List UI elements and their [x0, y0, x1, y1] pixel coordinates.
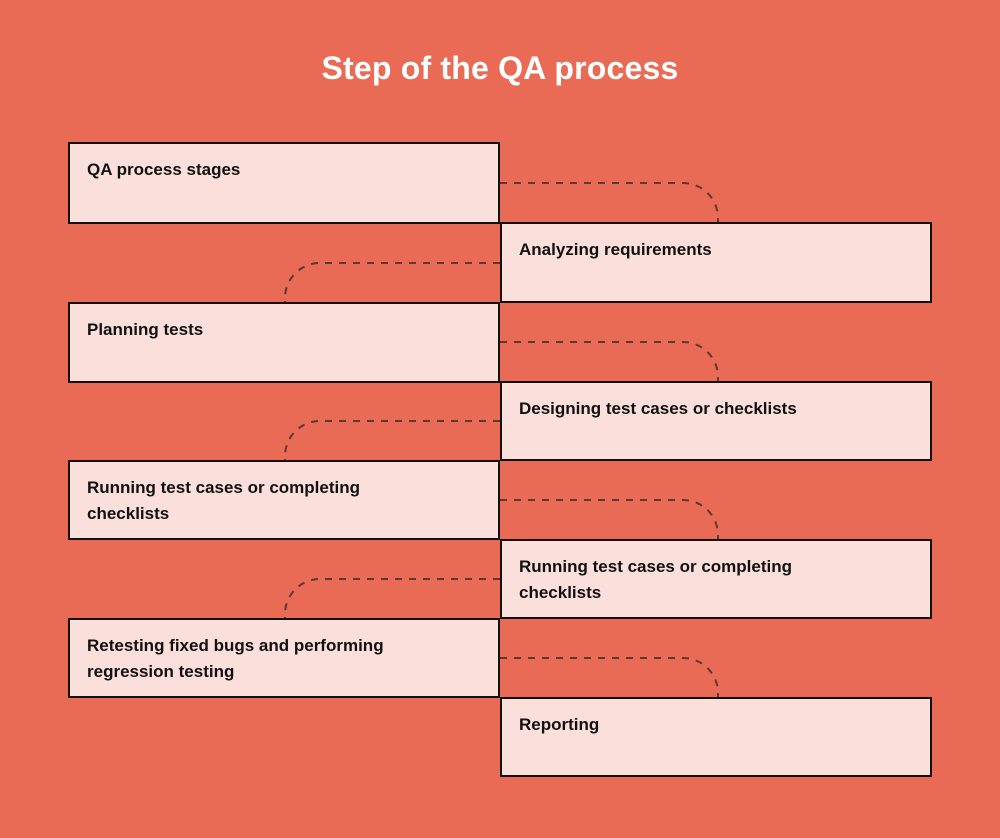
node-label: Analyzing requirements	[519, 240, 712, 259]
node-qa-process-stages[interactable]: QA process stages	[68, 142, 500, 224]
node-running-test-cases-left[interactable]: Running test cases or completing checkli…	[68, 460, 500, 540]
node-label: Designing test cases or checklists	[519, 399, 797, 418]
node-running-test-cases-right[interactable]: Running test cases or completing checkli…	[500, 539, 932, 619]
node-label: Retesting fixed bugs and performing regr…	[87, 636, 384, 681]
node-label: Running test cases or completing checkli…	[519, 557, 792, 602]
connector-n5-n6	[500, 499, 719, 539]
node-designing-test-cases[interactable]: Designing test cases or checklists	[500, 381, 932, 461]
node-label: Running test cases or completing checkli…	[87, 478, 360, 523]
node-label: QA process stages	[87, 160, 241, 179]
page-title: Step of the QA process	[321, 50, 679, 86]
node-planning-tests[interactable]: Planning tests	[68, 302, 500, 383]
connector-n3-n4	[500, 341, 719, 381]
node-retesting-fixed-bugs[interactable]: Retesting fixed bugs and performing regr…	[68, 618, 500, 698]
node-label: Planning tests	[87, 320, 204, 339]
connector-n1-n2	[500, 182, 719, 222]
node-analyzing-requirements[interactable]: Analyzing requirements	[500, 222, 932, 303]
connector-n2-n3	[284, 262, 500, 302]
connector-n6-n7	[284, 578, 500, 618]
connector-n4-n5	[284, 420, 500, 460]
node-reporting[interactable]: Reporting	[500, 697, 932, 777]
connector-n7-n8	[500, 657, 719, 697]
node-label: Reporting	[519, 715, 600, 734]
